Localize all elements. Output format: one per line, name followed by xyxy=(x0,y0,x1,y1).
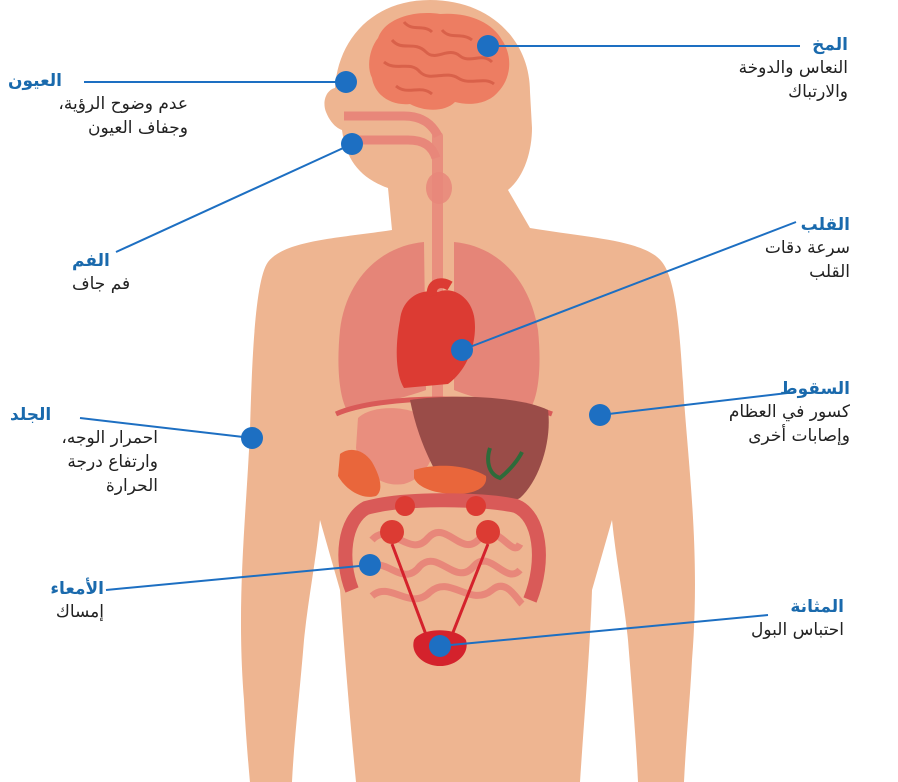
label-skin-line3: الحرارة xyxy=(10,474,158,498)
label-skin-line2: وارتفاع درجة xyxy=(10,450,158,474)
callout-line-intestine xyxy=(106,565,370,590)
adrenal-right xyxy=(466,496,486,516)
label-intestine: الأمعاء إمساك xyxy=(20,578,104,624)
larynx xyxy=(426,172,452,204)
label-skin-title: الجلد xyxy=(10,404,158,426)
label-eyes-line2: وجفاف العيون xyxy=(8,116,188,140)
label-bladder-line1: احتباس البول xyxy=(751,618,844,642)
callout-dot-falls xyxy=(589,404,611,426)
callout-line-mouth xyxy=(116,144,352,252)
label-falls-line2: وإصابات أخرى xyxy=(729,424,850,448)
label-eyes-line1: عدم وضوح الرؤية، xyxy=(8,92,188,116)
label-heart: القلب سرعة دقات القلب xyxy=(765,214,850,284)
label-intestine-line1: إمساك xyxy=(20,600,104,624)
callout-dot-mouth xyxy=(341,133,363,155)
label-mouth-title: الفم xyxy=(72,250,144,272)
label-mouth: الفم فم جاف xyxy=(72,250,144,296)
callout-dot-eyes xyxy=(335,71,357,93)
label-intestine-title: الأمعاء xyxy=(20,578,104,600)
callout-dot-skin xyxy=(241,427,263,449)
callout-dot-bladder xyxy=(429,635,451,657)
label-brain-line1: النعاس والدوخة xyxy=(739,56,848,80)
label-falls-line1: كسور في العظام xyxy=(729,400,850,424)
brain xyxy=(369,13,509,110)
label-heart-line2: القلب xyxy=(765,260,850,284)
label-heart-line1: سرعة دقات xyxy=(765,236,850,260)
label-brain: المخ النعاس والدوخة والارتباك xyxy=(739,34,848,104)
label-eyes-title: العيون xyxy=(8,70,188,92)
label-brain-title: المخ xyxy=(739,34,848,56)
label-bladder: المثانة احتباس البول xyxy=(751,596,844,642)
adrenal-left xyxy=(395,496,415,516)
label-skin: الجلد احمرار الوجه، وارتفاع درجة الحرارة xyxy=(10,404,158,498)
label-mouth-line1: فم جاف xyxy=(72,272,144,296)
label-heart-title: القلب xyxy=(765,214,850,236)
label-falls-title: السقوط xyxy=(729,378,850,400)
kidney-right xyxy=(476,520,500,544)
callout-dot-brain xyxy=(477,35,499,57)
label-bladder-title: المثانة xyxy=(751,596,844,618)
callout-dot-heart xyxy=(451,339,473,361)
label-skin-line1: احمرار الوجه، xyxy=(10,426,158,450)
label-brain-line2: والارتباك xyxy=(739,80,848,104)
label-falls: السقوط كسور في العظام وإصابات أخرى xyxy=(729,378,850,448)
callout-dot-intestine xyxy=(359,554,381,576)
label-eyes: العيون عدم وضوح الرؤية، وجفاف العيون xyxy=(8,70,188,140)
kidney-left xyxy=(380,520,404,544)
